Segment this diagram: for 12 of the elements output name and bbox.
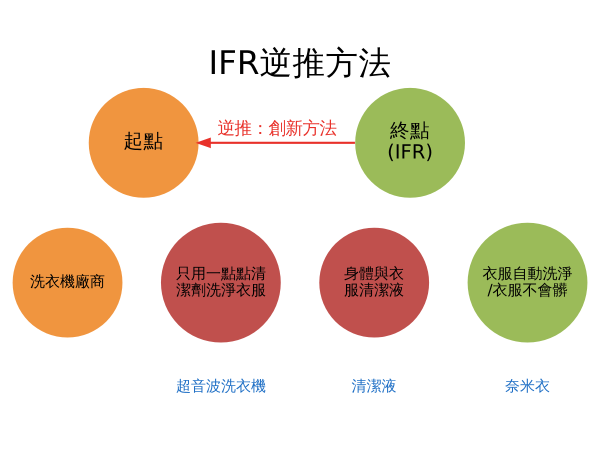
node-circle: 身體與衣服清潔液	[319, 227, 430, 338]
node-circle: 只用一點點清潔劑洗淨衣服	[160, 222, 281, 342]
node-label: 超音波洗衣機	[176, 376, 266, 395]
arrow	[196, 137, 355, 148]
diagram-title: IFR逆推方法	[208, 43, 392, 82]
node-circle: 終點 (IFR)	[355, 87, 465, 198]
node-circle: 洗衣機廠商	[12, 227, 122, 338]
node-label: 奈米衣	[505, 376, 550, 395]
node-circle: 起點	[88, 87, 199, 198]
edge-label: 逆推：創新方法	[217, 118, 336, 138]
node-circle: 衣服自動洗淨/衣服不會髒	[468, 222, 588, 342]
node-label: 清潔液	[352, 376, 397, 395]
